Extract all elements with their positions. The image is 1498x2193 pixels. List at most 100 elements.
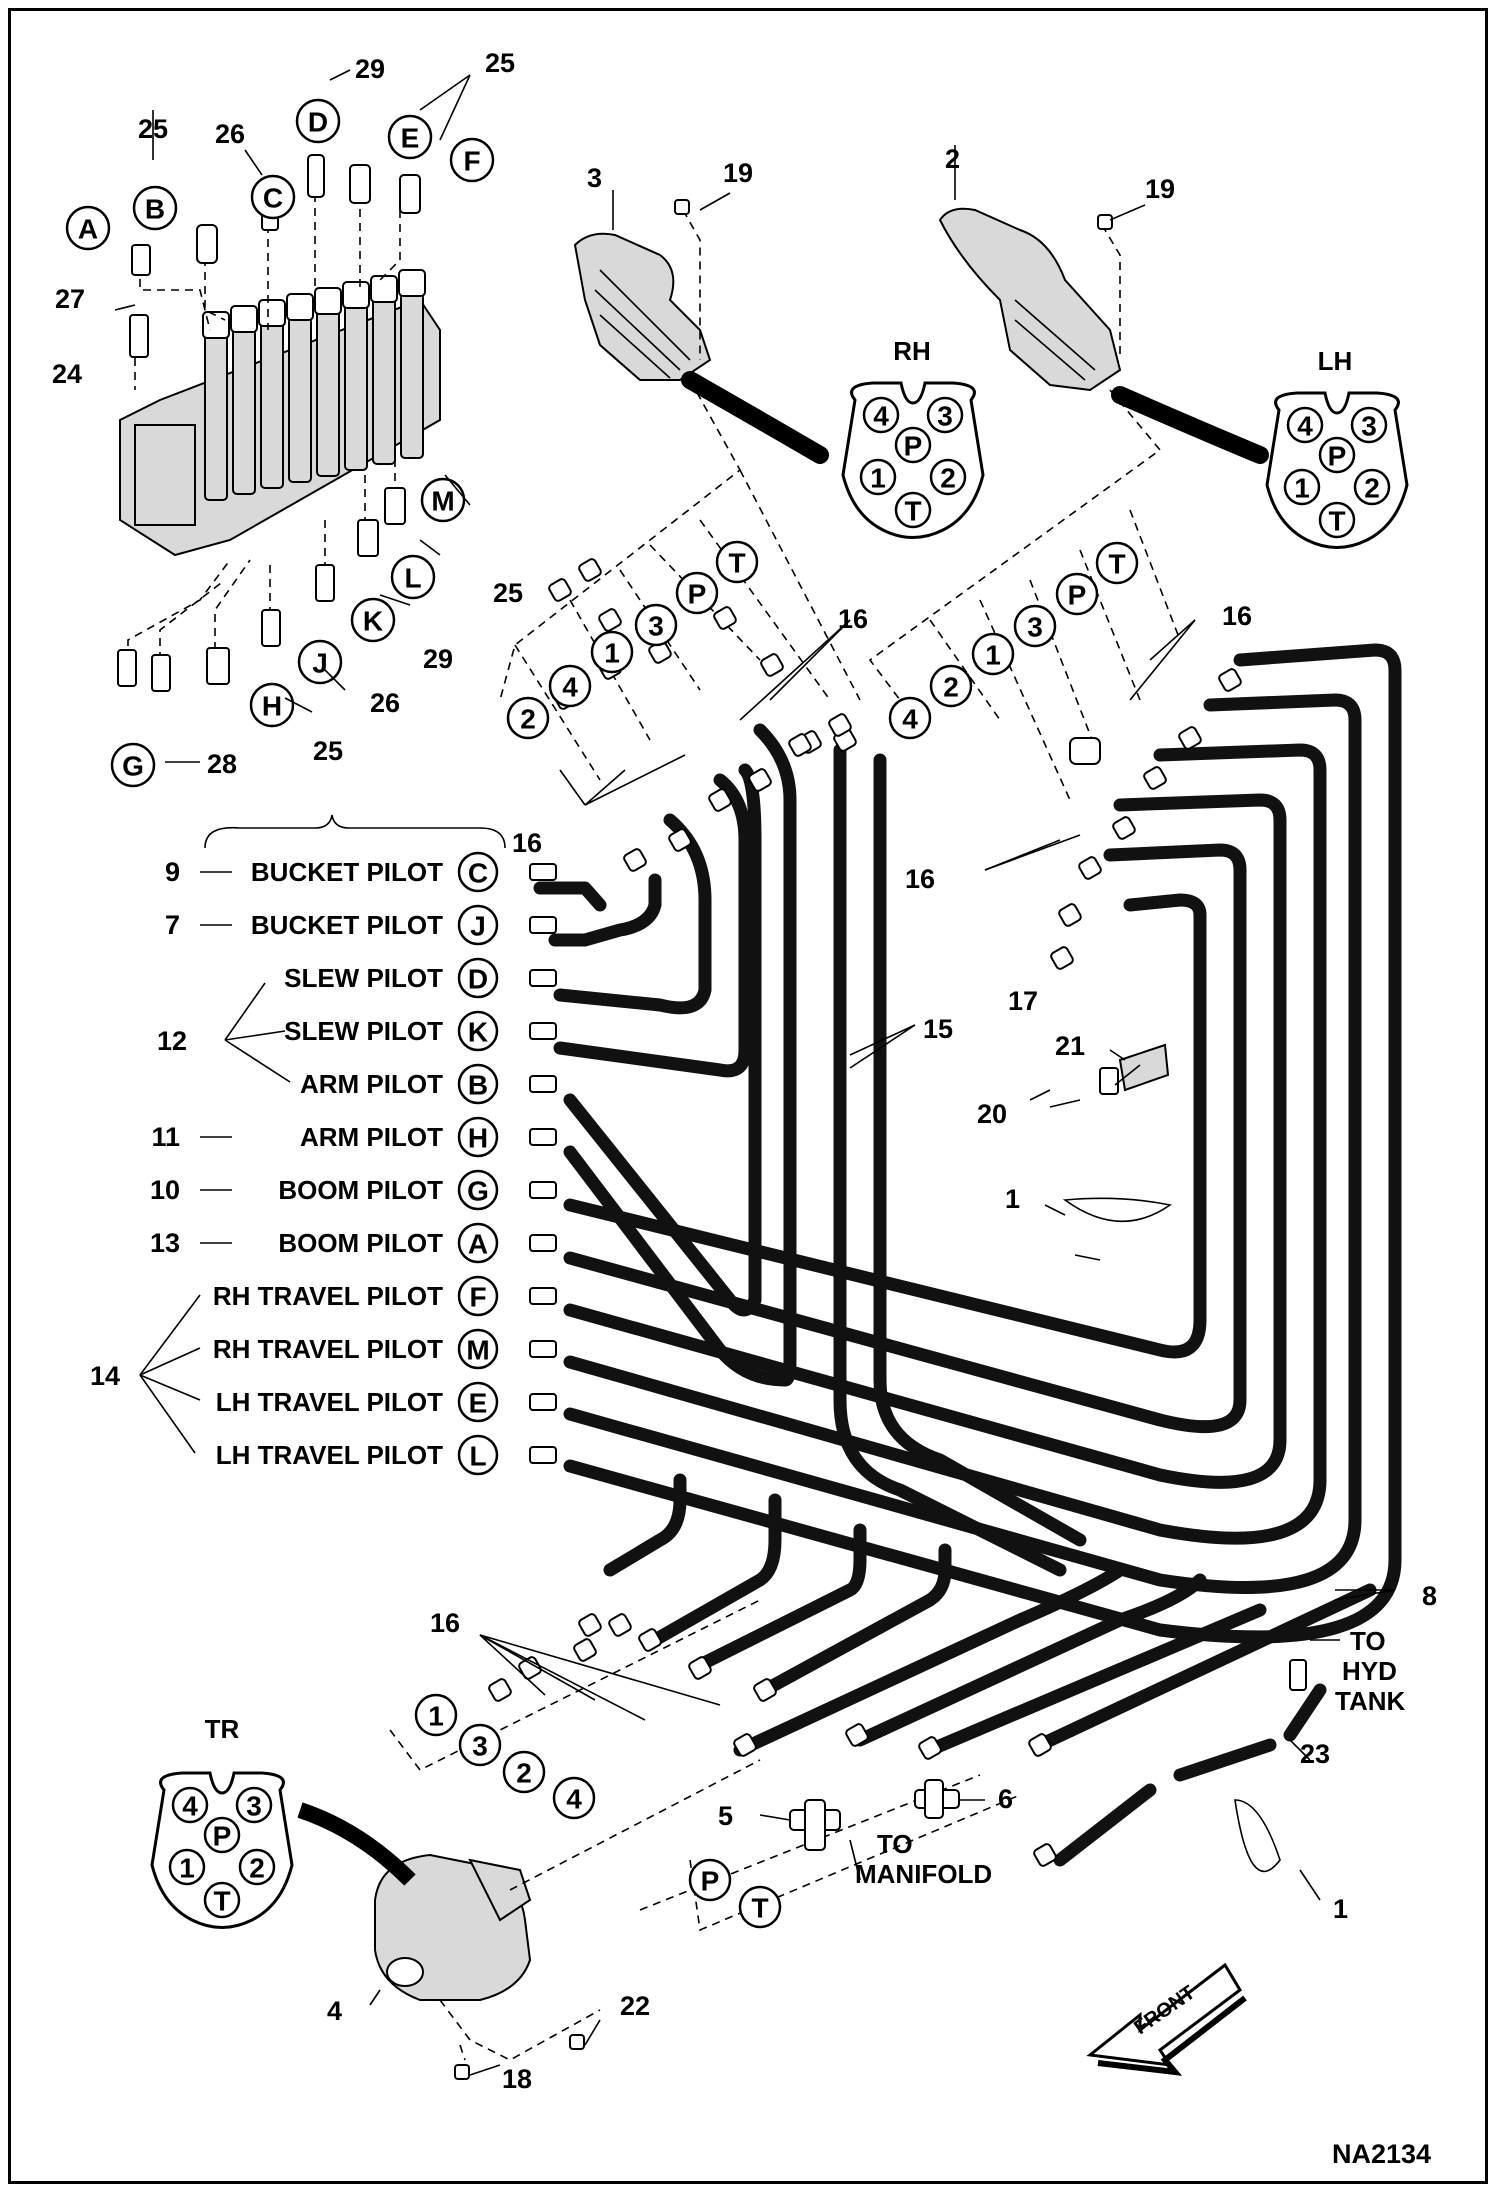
group-item-12: 12 [157,1026,187,1056]
callout-28: 28 [207,749,237,779]
hose-bundle [533,643,1402,1867]
hose-e [563,693,1362,1594]
tr-port-tag-text: 4 [566,1784,582,1815]
hose-port-tag: B [457,1063,499,1105]
rh-port-tag-text: P [688,579,707,610]
connector-pin: 2 [1364,473,1380,504]
to-tank-note-line3: TANK [1335,1686,1406,1716]
rh-port-tag: 3 [634,603,678,647]
callout-numbers: 25 26 29 25 27 24 25 29 26 25 28 3 2 19 … [52,48,1437,2094]
callout-16: 16 [430,1608,460,1638]
group-brackets [139,814,506,1454]
valve-port-b-text: B [145,194,165,225]
hose-m [563,743,1327,1545]
hose-c [533,881,607,912]
lh-port-tag: 2 [929,664,973,708]
front-arrow [1086,1962,1247,2076]
rh-connector-title: RH [893,336,931,366]
callout-6: 6 [998,1784,1013,1814]
hose-label-row: LH TRAVEL PILOT L [216,1434,557,1476]
hose-port-tag-text: K [468,1017,488,1048]
callout-3: 3 [587,163,602,193]
callout-20: 20 [977,1099,1007,1129]
hose-15a [873,753,1087,1547]
hose-port-tag-text: L [469,1441,486,1472]
rh-port-tag-text: 2 [520,704,536,735]
hose-name: LH TRAVEL PILOT [216,1440,443,1470]
hose-8 [1033,1583,1377,1752]
hose-k [553,773,752,1078]
tr-port-tag: 3 [458,1723,502,1767]
valve-port-f-text: F [463,146,480,177]
connector-pin: T [1328,506,1345,537]
callout-26: 26 [370,688,400,718]
tr-port-tag: P [688,1858,732,1902]
rh-port-tag: P [675,571,719,615]
hose-port-tag: D [457,957,499,999]
callout-leaders [114,69,1396,2076]
lh-port-tag: P [1055,572,1099,616]
hose-name: BUCKET PILOT [251,910,443,940]
connector-pin: 3 [246,1791,262,1822]
hose-l [563,643,1402,1644]
valve-port-j-text: J [312,648,328,679]
callout-25: 25 [485,48,515,78]
callout-16: 16 [905,864,935,894]
valve-port-k: K [350,597,396,643]
callout-26: 26 [215,119,245,149]
tr-connector-title: TR [205,1714,240,1744]
hose-port-tag: A [457,1222,499,1264]
callout-29: 29 [355,54,385,84]
callout-21: 21 [1055,1031,1085,1061]
valve-port-e: E [387,114,433,160]
hose-name: SLEW PILOT [284,963,443,993]
hose-name: ARM PILOT [300,1069,443,1099]
lh-port-tag-text: 2 [943,672,959,703]
tr-port-tag-text: 2 [516,1758,532,1789]
connector-pin: 3 [1361,411,1377,442]
lh-port-tag-text: T [1108,549,1125,580]
callout-8: 8 [1422,1581,1437,1611]
hose-item-number: 13 [150,1228,180,1258]
control-valve [119,180,441,660]
to-tank-note-line1: TO [1350,1626,1386,1656]
hose-p [733,1563,1127,1757]
hose-item-number: 10 [150,1175,180,1205]
hose-name: RH TRAVEL PILOT [213,1334,443,1364]
connector-pin: 1 [870,463,886,494]
hose-port-tag: E [457,1381,499,1423]
rh-port-tag-text: 1 [604,638,620,669]
hose-port-tag: K [457,1010,499,1052]
valve-port-j: J [297,639,343,685]
hose-item-number: 9 [165,857,180,887]
hose-port-tag-text: C [468,858,488,889]
hose-port-tag-text: G [467,1176,489,1207]
valve-port-b: B [132,185,178,231]
hose-label-row: ARM PILOT B [300,1063,557,1105]
hose-label-row: BOOM PILOT G 10 [150,1169,557,1211]
callout-16: 16 [838,604,868,634]
hose-item-number: 11 [151,1122,180,1152]
tr-port-tag: 2 [502,1750,546,1794]
connector-pin: P [1328,441,1347,472]
hose-name: ARM PILOT [300,1122,443,1152]
connector-pin: 1 [1294,473,1310,504]
hose-name: BOOM PILOT [278,1175,443,1205]
hose-port-tag-text: J [470,911,486,942]
travel-joystick [297,1599,1021,2061]
rh-port-tag: 2 [506,696,550,740]
callout-19: 19 [1145,174,1175,204]
lh-port-tag: T [1095,541,1139,585]
tr-port-tag-text: 1 [428,1701,444,1732]
callout-19: 19 [723,158,753,188]
rh-port-tag: T [715,540,759,584]
